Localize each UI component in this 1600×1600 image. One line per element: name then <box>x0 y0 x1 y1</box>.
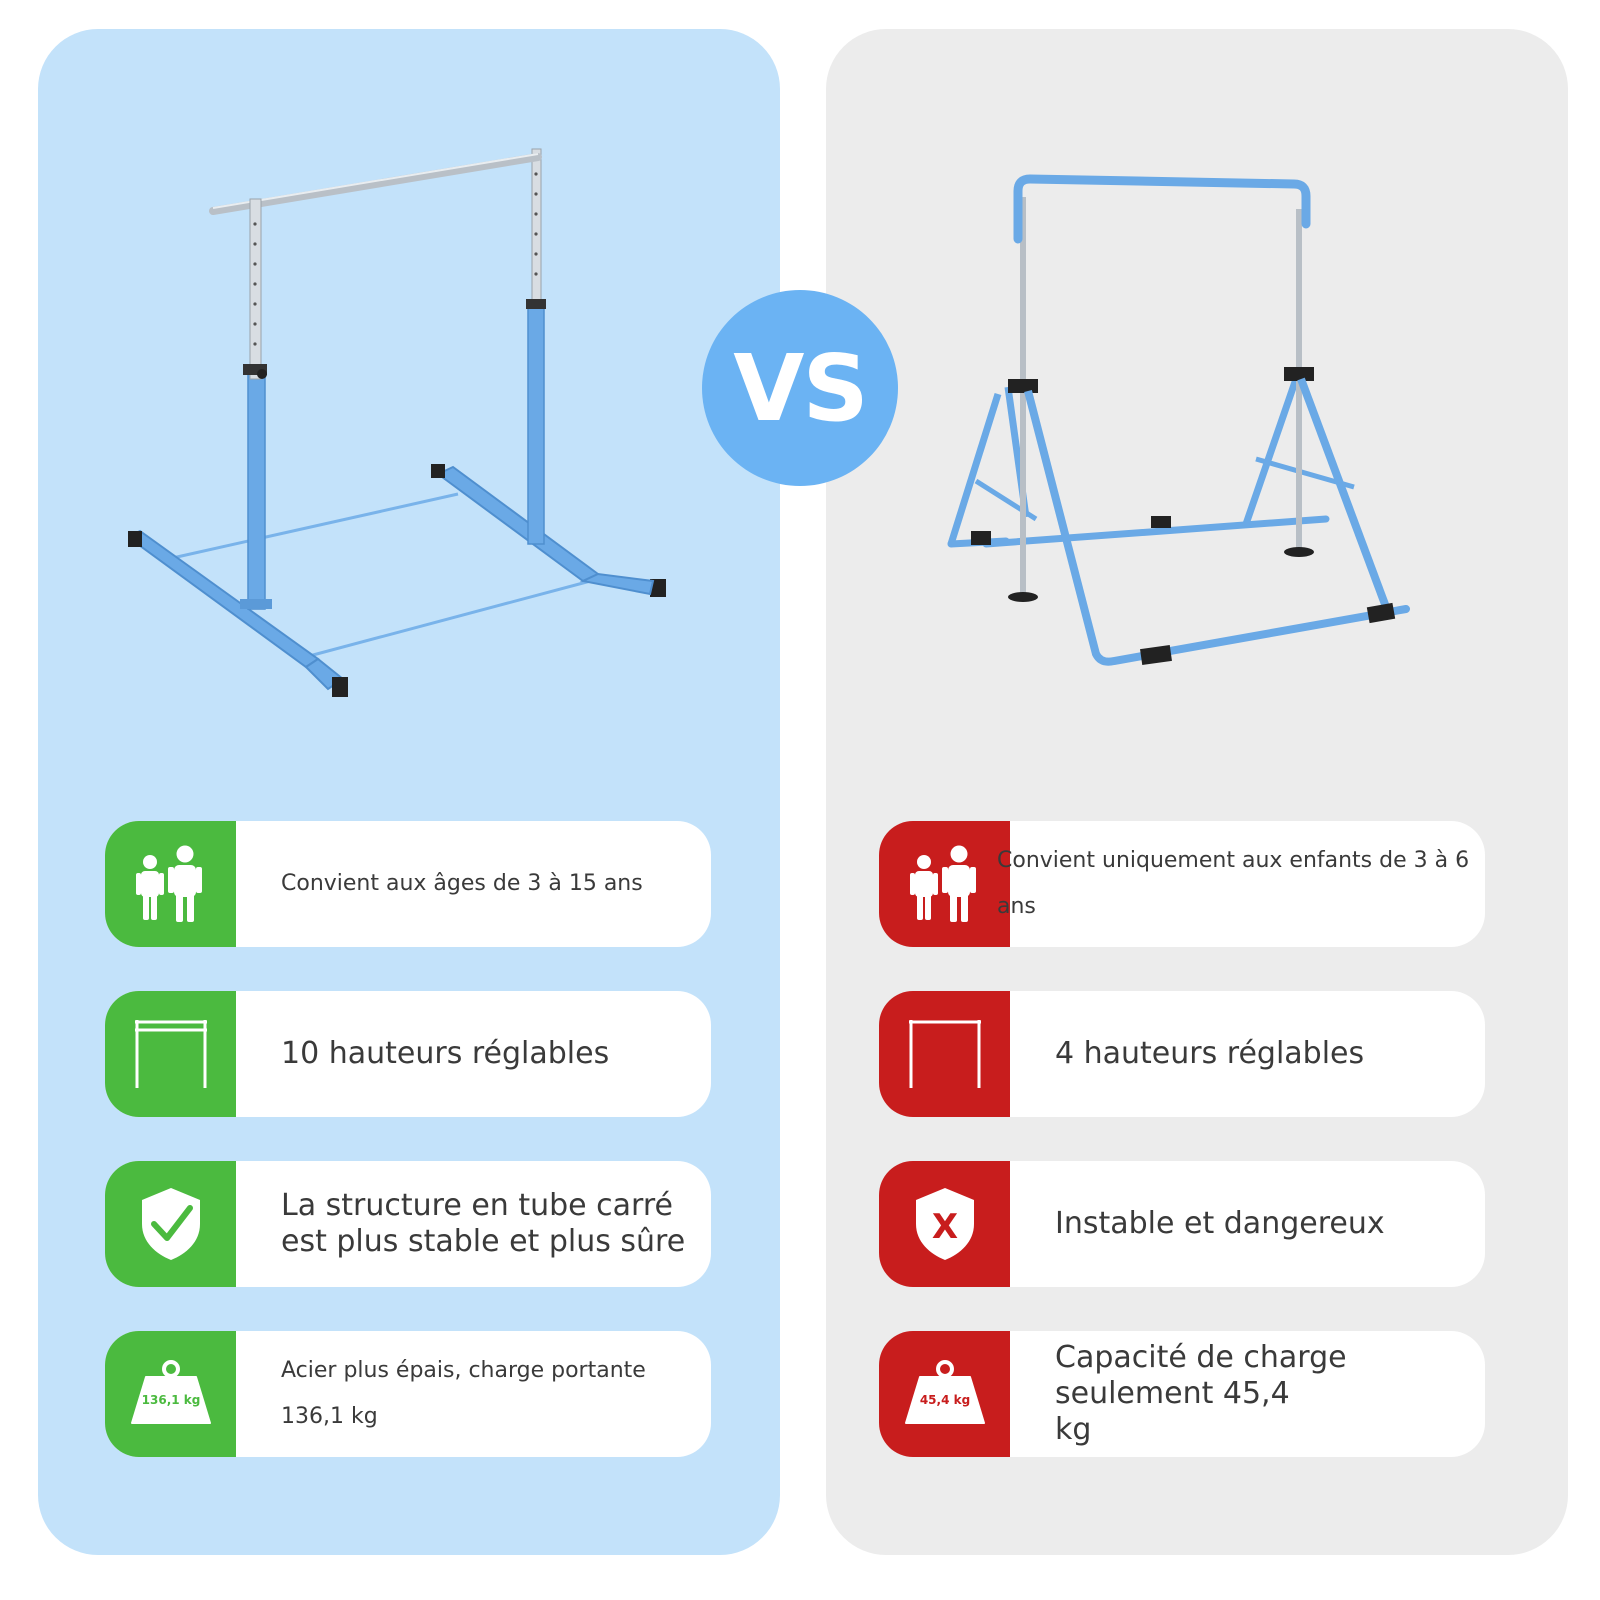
feature-card-age: Convient uniquement aux enfants de 3 à 6… <box>879 821 1485 947</box>
x-mark: X <box>931 1207 957 1247</box>
left-product-panel: Convient aux âges de 3 à 15 ans 10 haute… <box>38 29 780 1555</box>
feature-card-load: 45,4 kg Capacité de charge seulement 45,… <box>879 1331 1485 1457</box>
bar-icon <box>105 991 236 1117</box>
shield-x-icon: X <box>879 1161 1010 1287</box>
feature-text: 4 hauteurs réglables <box>1055 1036 1365 1071</box>
feature-card-heights: 10 hauteurs réglables <box>105 991 711 1117</box>
feature-card-age: Convient aux âges de 3 à 15 ans <box>105 821 711 947</box>
feature-text: Capacité de charge seulement 45,4 kg <box>1055 1340 1347 1447</box>
feature-card-stability: X Instable et dangereux <box>879 1161 1485 1287</box>
folding-round-tube-bar-image <box>947 174 1410 666</box>
feature-text: La structure en tube carré est plus stab… <box>281 1188 686 1259</box>
weight-icon: 45,4 kg <box>879 1331 1010 1457</box>
feature-text: Acier plus épais, charge portante 136,1 … <box>281 1358 646 1429</box>
bar-icon <box>879 991 1010 1117</box>
weight-label: 136,1 kg <box>141 1393 200 1407</box>
feature-text: 10 hauteurs réglables <box>281 1036 610 1071</box>
children-icon <box>105 821 236 947</box>
feature-text: Convient aux âges de 3 à 15 ans <box>281 871 643 896</box>
vs-badge: VS <box>702 290 898 486</box>
feature-card-load: 136,1 kg Acier plus épais, charge portan… <box>105 1331 711 1457</box>
square-tube-kip-bar-image <box>128 148 666 697</box>
shield-check-icon <box>105 1161 236 1287</box>
weight-icon: 136,1 kg <box>105 1331 236 1457</box>
feature-card-stability: La structure en tube carré est plus stab… <box>105 1161 711 1287</box>
right-product-panel: Convient uniquement aux enfants de 3 à 6… <box>826 29 1568 1555</box>
weight-label: 45,4 kg <box>919 1393 969 1407</box>
feature-text: Convient uniquement aux enfants de 3 à 6… <box>997 848 1470 919</box>
feature-text: Instable et dangereux <box>1055 1206 1385 1241</box>
feature-card-heights: 4 hauteurs réglables <box>879 991 1485 1117</box>
children-icon <box>879 821 1010 947</box>
